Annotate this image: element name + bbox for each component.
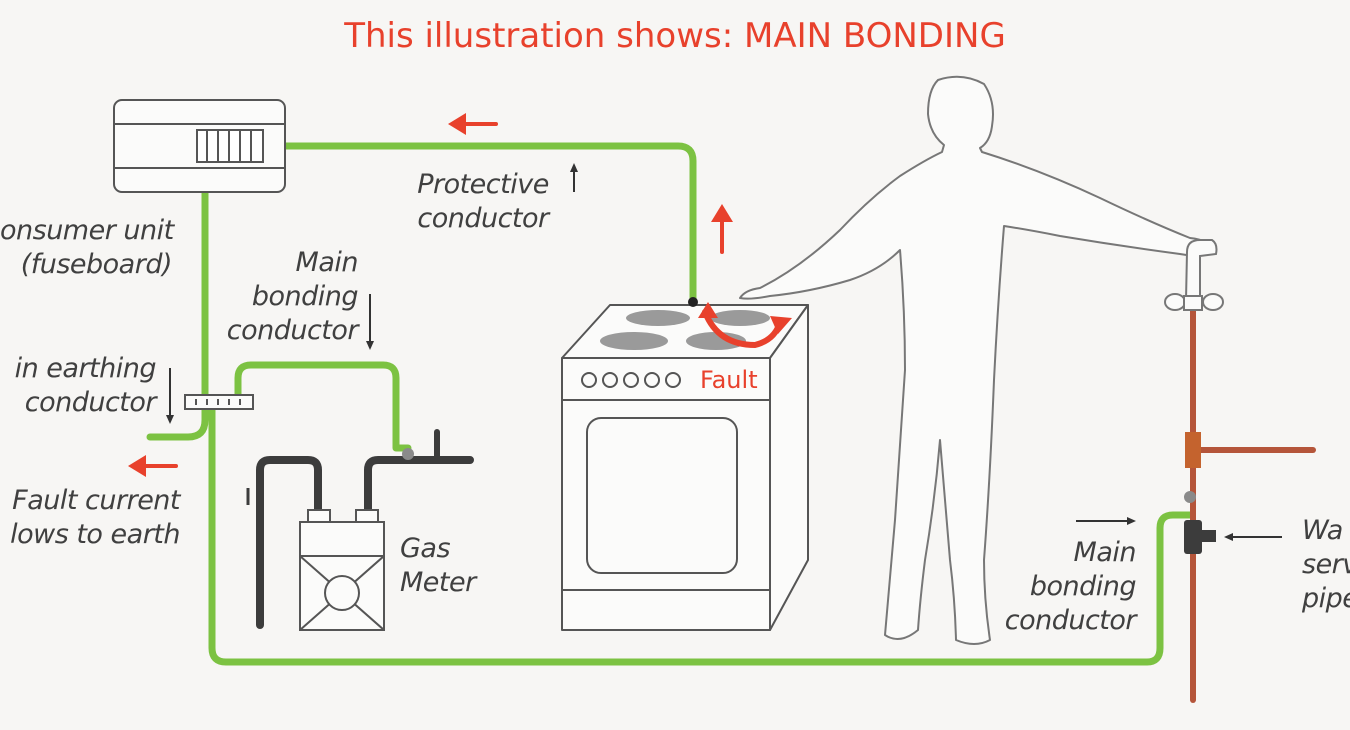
earthing-terminal	[184, 394, 254, 410]
gas-meter-label: Gas Meter	[400, 532, 500, 600]
protective-conductor-wire	[281, 142, 697, 304]
fault-current-label: Fault current lows to earth	[0, 484, 180, 552]
person-silhouette	[739, 75, 1213, 645]
main-bonding-wire-gas	[234, 361, 412, 452]
title-prefix: This illustration shows:	[344, 16, 734, 56]
current-arrows	[128, 113, 733, 477]
consumer-unit-label-line2: (fuseboard)	[20, 249, 173, 280]
main-bonding-right-line1: Main	[1073, 537, 1137, 568]
main-earthing-label-line1: in earthing	[14, 353, 157, 384]
main-bonding-left-line3: conductor	[226, 315, 359, 346]
bonding-clamp-gas	[402, 448, 414, 460]
protective-label-line1: Protective	[417, 169, 549, 200]
page-title: This illustration shows: MAIN BONDING	[0, 10, 1350, 62]
gas-meter-label-line1: Gas	[400, 533, 451, 564]
main-bonding-wire-bottom	[208, 406, 1194, 666]
fault-label: Fault	[700, 366, 758, 394]
gas-installation	[256, 429, 474, 629]
cooker	[561, 304, 809, 631]
fault-current-label-line2: lows to earth	[10, 519, 180, 550]
main-earthing-label-line2: conductor	[24, 387, 157, 418]
tap	[1164, 239, 1224, 311]
main-earthing-conductor-label: in earthing conductor	[0, 352, 157, 420]
fault-arrow	[702, 309, 783, 349]
main-bonding-right-line3: conductor	[1004, 605, 1137, 636]
water-pipe-label-line3: pipe	[1302, 583, 1350, 614]
protective-label-line2: conductor	[417, 203, 549, 234]
main-bonding-right-line2: bonding	[1029, 571, 1137, 602]
water-service-pipe-label: Wa serv pipe	[1302, 514, 1350, 616]
main-bonding-left-line2: bonding	[251, 281, 359, 312]
stop-valve	[1184, 491, 1216, 554]
fault-arrow-head	[770, 316, 792, 334]
fault-current-label-line1: Fault current	[12, 485, 180, 516]
main-bonding-conductor-label-left: Main bonding conductor	[210, 246, 359, 348]
gas-meter	[246, 488, 385, 631]
protective-conductor-label: Protective conductor	[408, 168, 558, 236]
gas-meter-label-line2: Meter	[400, 567, 476, 598]
title-subject: MAIN BONDING	[744, 16, 1006, 56]
main-bonding-left-line1: Main	[295, 247, 359, 278]
consumer-unit-label-line1: onsumer unit	[0, 215, 174, 246]
label-pointers	[166, 163, 1282, 541]
water-pipe-label-line1: Wa	[1302, 515, 1343, 546]
water-pipe	[1185, 307, 1316, 703]
consumer-unit	[113, 99, 286, 193]
fault-point	[688, 297, 698, 307]
main-bonding-conductor-label-right: Main bonding conductor	[990, 536, 1137, 638]
earth-main-wire	[146, 188, 209, 441]
consumer-unit-label: onsumer unit (fuseboard)	[0, 214, 174, 282]
conductors	[146, 142, 1194, 666]
water-pipe-label-line2: serv	[1302, 549, 1350, 580]
